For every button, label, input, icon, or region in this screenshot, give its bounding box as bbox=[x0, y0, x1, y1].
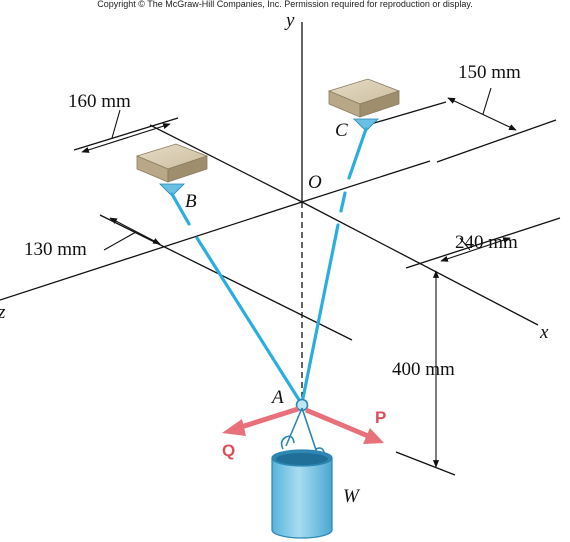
bucket-body bbox=[271, 457, 333, 539]
cable-ab-upper bbox=[170, 192, 191, 226]
weight-label: W bbox=[343, 486, 361, 507]
force-vectors bbox=[222, 406, 384, 444]
cable-ac-mid bbox=[339, 191, 347, 213]
force-q-head bbox=[222, 419, 246, 436]
bucket-w bbox=[271, 407, 333, 539]
origin-label: O bbox=[308, 172, 322, 193]
anchor-c bbox=[353, 118, 379, 132]
ref-line-b-x bbox=[99, 214, 353, 341]
ref-line-c-z bbox=[363, 101, 447, 127]
force-q-shaft bbox=[237, 406, 299, 431]
dim-150-label: 150 mm bbox=[458, 62, 521, 83]
support-block-b bbox=[135, 143, 209, 197]
dim-130 bbox=[109, 217, 161, 245]
dim-400-label: 400 mm bbox=[392, 359, 455, 380]
dim-240-label: 240 mm bbox=[455, 232, 518, 253]
z-axis-back bbox=[301, 160, 431, 203]
dimension-lines bbox=[81, 87, 517, 468]
leader-130 bbox=[103, 231, 137, 251]
leader-240 bbox=[459, 237, 471, 251]
point-c-label: C bbox=[335, 120, 348, 141]
support-block-c bbox=[327, 78, 401, 132]
copyright-text: Copyright © The McGraw-Hill Companies, I… bbox=[97, 0, 472, 9]
force-p-shaft bbox=[305, 407, 369, 439]
leader-150 bbox=[482, 87, 492, 115]
force-p-label: P bbox=[375, 408, 386, 427]
y-axis-label: y bbox=[284, 10, 295, 31]
dim-150 bbox=[447, 97, 517, 131]
dim-160-label: 160 mm bbox=[68, 91, 131, 112]
ref-line-c-row bbox=[436, 119, 557, 163]
cables bbox=[170, 127, 368, 405]
force-p-head bbox=[363, 428, 384, 444]
cable-ac-upper bbox=[347, 127, 368, 180]
point-b-label: B bbox=[185, 191, 197, 212]
dim-160 bbox=[81, 123, 171, 153]
x-axis-label: x bbox=[539, 322, 549, 343]
ref-line-b-row bbox=[73, 117, 179, 151]
anchor-b bbox=[159, 183, 185, 197]
z-axis bbox=[0, 201, 303, 301]
cable-ab-lower bbox=[195, 236, 303, 405]
force-q-label: Q bbox=[222, 441, 235, 460]
z-axis-label: z bbox=[0, 302, 6, 323]
x-axis-back bbox=[149, 124, 303, 203]
ref-line-400-bottom bbox=[395, 451, 456, 476]
dim-130-label: 130 mm bbox=[24, 239, 87, 260]
leader-160 bbox=[111, 109, 121, 139]
bucket-handle bbox=[285, 407, 319, 457]
point-a-label: A bbox=[270, 387, 284, 408]
dim-240 bbox=[440, 237, 511, 262]
cable-ac-lower bbox=[300, 223, 340, 405]
